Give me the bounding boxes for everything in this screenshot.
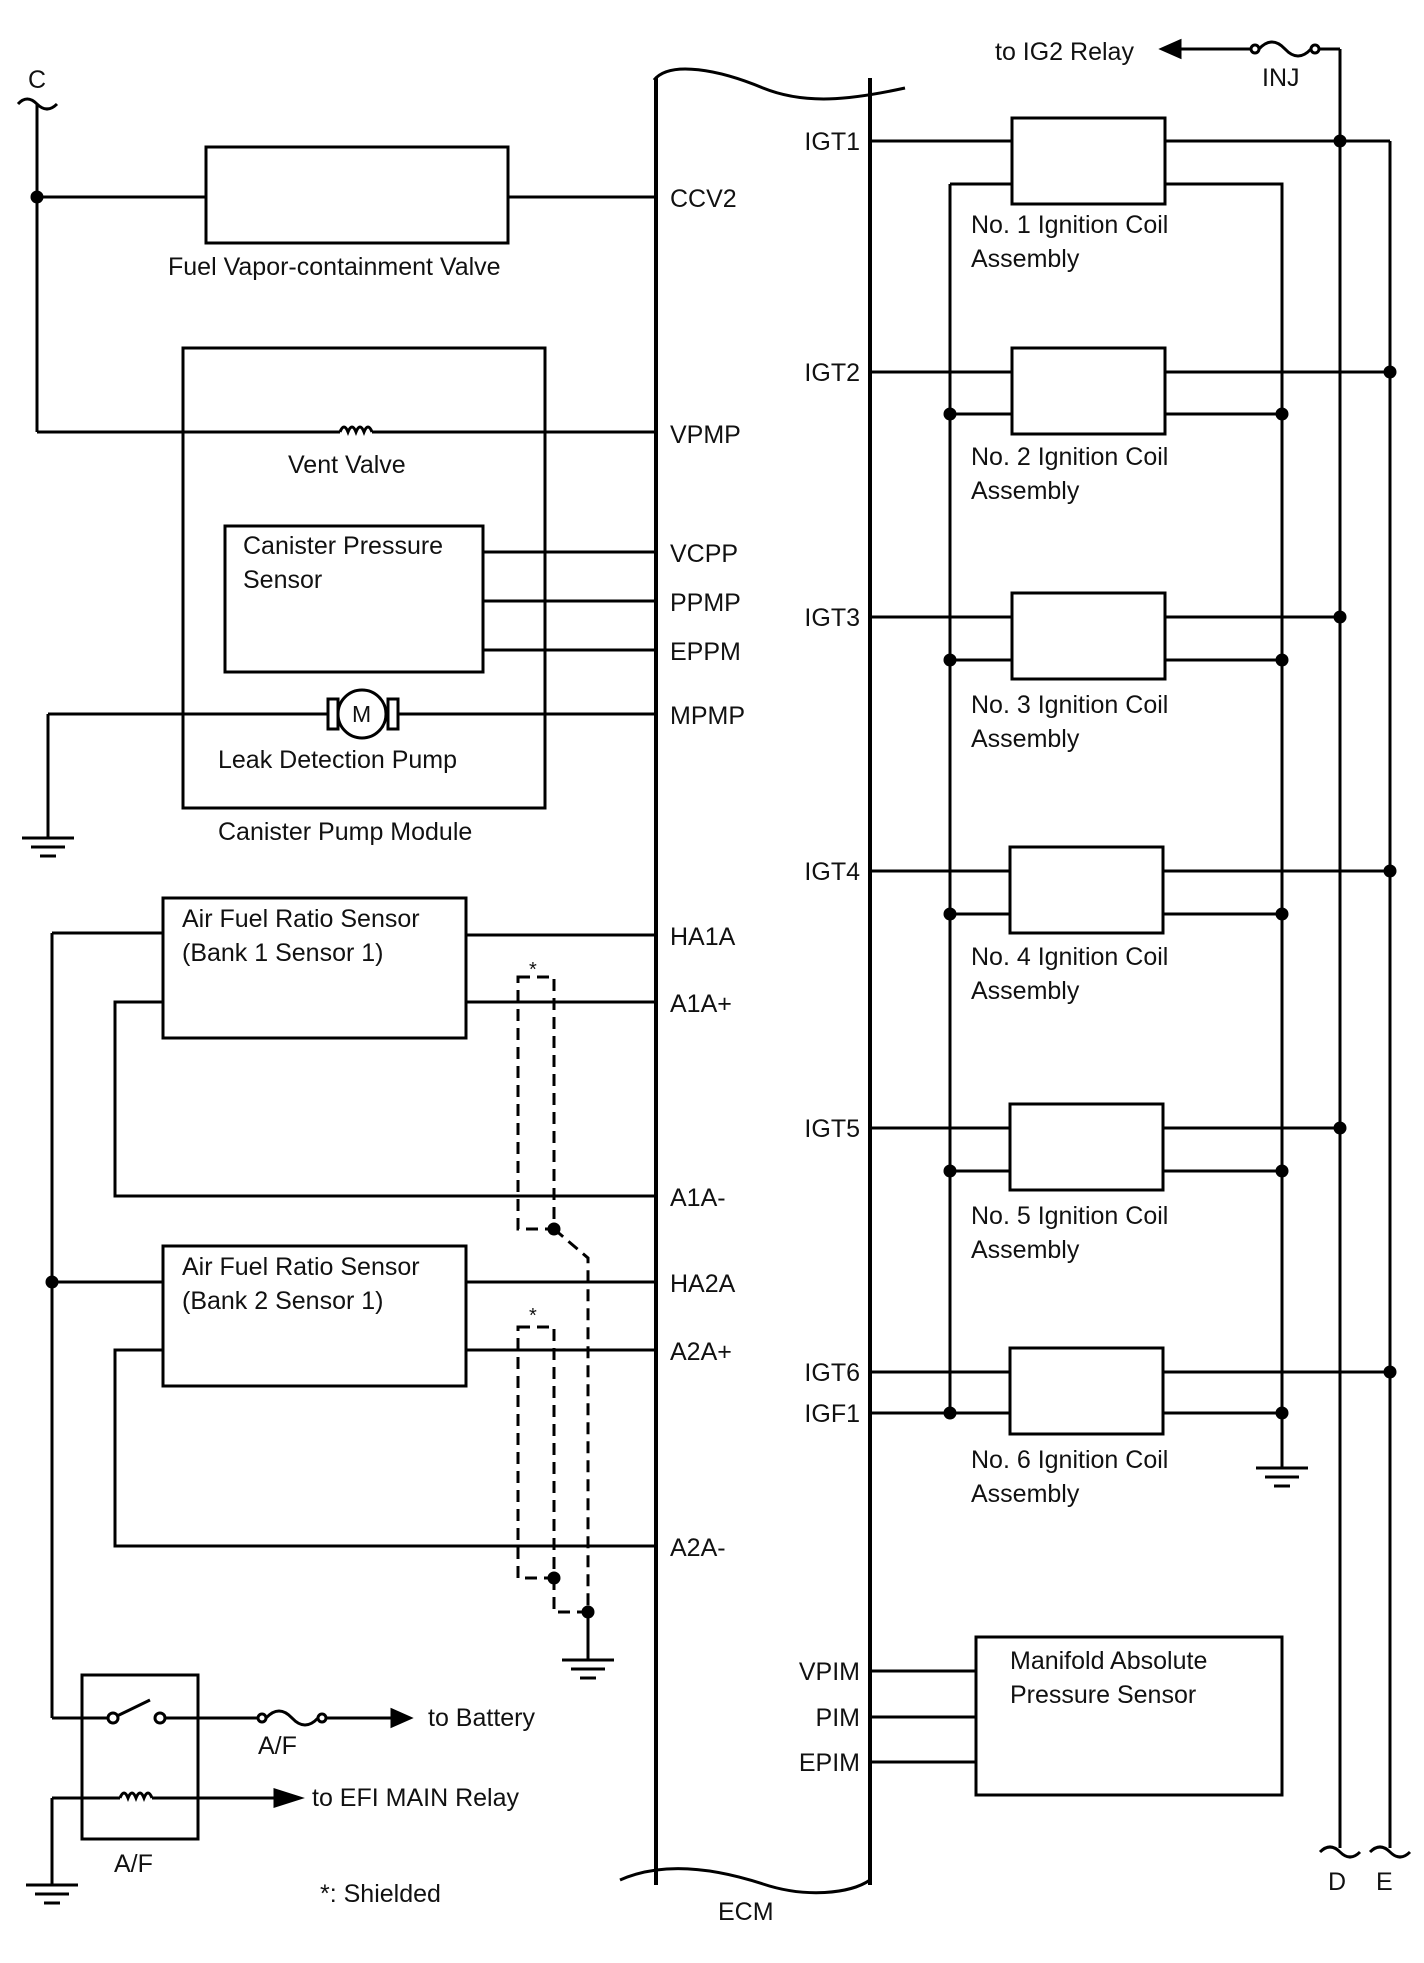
connector-e-label: E [1376,1868,1393,1896]
connector-d-label: D [1328,1868,1347,1896]
pin-eppm: EPPM [670,638,741,666]
fuel-vapor-valve-box [37,145,656,245]
connector-de-symbols [1318,1845,1412,1859]
pin-a2a-plus: A2A+ [670,1338,732,1366]
af-relay-label: A/F [114,1850,153,1878]
leak-detection-pump-label: Leak Detection Pump [218,746,458,774]
shield-drain [547,1222,614,1680]
coil1-label: No. 1 Ignition Coil Assembly [971,211,1169,273]
ecm-body [619,67,906,1895]
shield-bank1 [516,975,590,1612]
motor-symbol-label: M [352,701,372,727]
ignition-coils [870,116,1397,1488]
pin-igt4: IGT4 [804,858,860,886]
af-sensor-bank1-label: Air Fuel Ratio Sensor (Bank 1 Sensor 1) [182,905,420,967]
efi-main-relay-label: to EFI MAIN Relay [312,1784,519,1812]
ecm-label: ECM [718,1898,774,1926]
pin-pim: PIM [815,1704,860,1732]
shielded-note: *: Shielded [320,1880,441,1908]
pin-ppmp: PPMP [670,589,741,617]
canister-pump-module-label: Canister Pump Module [218,818,473,846]
pin-a1a-plus: A1A+ [670,990,732,1018]
ig2-feed [1158,38,1392,1848]
coil2-label: No. 2 Ignition Coil Assembly [971,443,1169,505]
coil4-label: No. 4 Ignition Coil Assembly [971,943,1169,1005]
canister-pump-module-box [22,346,656,858]
pin-igt1: IGT1 [804,128,860,156]
map-sensor-box [870,1635,1284,1797]
battery-label: to Battery [428,1704,535,1732]
pin-mpmp: MPMP [670,702,745,730]
pin-igt3: IGT3 [804,604,860,632]
connector-c-symbol [16,97,59,432]
pin-ha1a: HA1A [670,923,736,951]
pin-igt6: IGT6 [804,1359,860,1387]
pin-igt2: IGT2 [804,359,860,387]
map-sensor-label: Manifold Absolute Pressure Sensor [1010,1647,1208,1709]
inj-fuse-label: INJ [1262,64,1300,92]
pin-vpim: VPIM [798,1658,860,1686]
pin-a2a-minus: A2A- [670,1534,726,1562]
heater-power-line [45,933,108,1720]
af-fuse-label: A/F [258,1732,297,1760]
pin-igt5: IGT5 [804,1115,860,1143]
pin-a1a-minus: A1A- [670,1184,726,1212]
fuel-vapor-valve-label: Fuel Vapor-containment Valve [168,253,501,281]
shield-mark-2: * [529,1305,537,1327]
pin-epim: EPIM [798,1749,860,1777]
coil6-label: No. 6 Ignition Coil Assembly [971,1446,1169,1508]
pin-ccv2: CCV2 [670,185,737,213]
canister-pressure-sensor-label: Canister Pressure Sensor [243,532,444,594]
af-sensor-bank2-box [52,1244,656,1548]
vent-valve-label: Vent Valve [288,451,406,479]
shield-bank2 [516,1325,588,1614]
coil5-label: No. 5 Ignition Coil Assembly [971,1202,1169,1264]
connector-c-label: C [28,66,47,94]
af-sensor-bank1-box [52,896,656,1198]
pin-igf1: IGF1 [804,1400,860,1428]
ig2-relay-label: to IG2 Relay [995,38,1134,66]
af-sensor-bank2-label: Air Fuel Ratio Sensor (Bank 2 Sensor 1) [182,1253,420,1315]
pin-ha2a: HA2A [670,1270,736,1298]
shield-mark-1: * [529,959,537,981]
coil3-label: No. 3 Ignition Coil Assembly [971,691,1169,753]
pin-vcpp: VCPP [670,540,739,568]
pin-vpmp: VPMP [670,421,741,449]
af-relay [26,1673,414,1905]
